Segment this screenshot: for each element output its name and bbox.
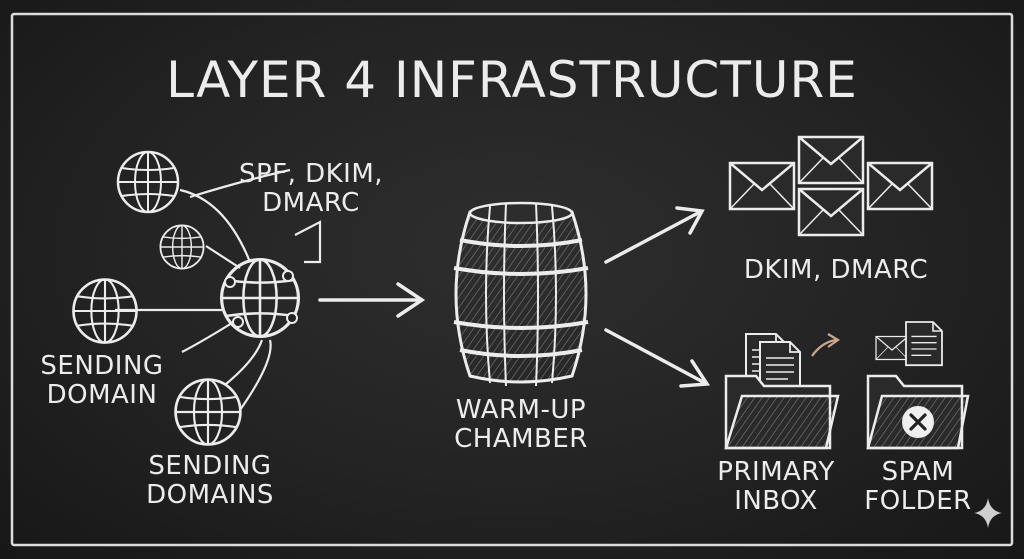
page-title: LAYER 4 INFRASTRUCTURE xyxy=(166,51,858,109)
barrel-icon xyxy=(453,201,589,387)
arrow-icon xyxy=(604,328,711,388)
folder-icon xyxy=(724,333,841,450)
globe-icon xyxy=(159,224,205,270)
auth-records-line-1: SPF, DKIM, xyxy=(238,159,384,189)
envelope-icon xyxy=(797,187,865,237)
envelope-icon xyxy=(797,135,865,185)
globe-icon xyxy=(72,278,138,344)
sending-domain-line-1: SENDING xyxy=(40,351,164,381)
sending-domain-line-2: DOMAIN xyxy=(46,380,158,411)
folder-icon xyxy=(866,321,970,450)
envelope-icon xyxy=(875,335,909,361)
dkim-dmarc-label: DKIM, DMARC xyxy=(743,255,929,285)
warmup-chamber-line-1: WARM-UP xyxy=(455,395,587,425)
sending-domain-label: SENDING DOMAIN xyxy=(36,351,168,411)
globe-icon xyxy=(116,150,180,214)
sparkle-icon xyxy=(974,498,1002,528)
auth-records-label: SPF, DKIM, DMARC xyxy=(236,159,386,219)
envelope-icon xyxy=(728,161,796,211)
globe-icon xyxy=(220,258,300,338)
globe-icon xyxy=(174,378,242,446)
spam-folder-line-2: FOLDER xyxy=(864,486,972,517)
sending-domains-label: SENDING DOMAINS xyxy=(140,451,280,511)
sending-domains-line-2: DOMAINS xyxy=(146,480,274,511)
board-frame xyxy=(10,12,1014,547)
primary-inbox-label: PRIMARY INBOX xyxy=(704,457,848,517)
spam-folder-label: SPAM FOLDER xyxy=(856,457,980,517)
document-icon xyxy=(905,321,943,367)
x-mark-icon xyxy=(902,406,934,438)
primary-inbox-line-2: INBOX xyxy=(734,486,818,517)
auth-records-line-2: DMARC xyxy=(262,188,360,219)
sending-domains-line-1: SENDING xyxy=(148,451,272,481)
warmup-chamber-line-2: CHAMBER xyxy=(454,424,588,455)
arrow-icon xyxy=(318,282,426,318)
spam-folder-line-1: SPAM xyxy=(881,457,955,487)
arrow-icon xyxy=(604,206,705,264)
warmup-chamber-label: WARM-UP CHAMBER xyxy=(436,395,606,455)
envelope-icon xyxy=(866,161,934,211)
primary-inbox-line-1: PRIMARY xyxy=(717,457,835,487)
